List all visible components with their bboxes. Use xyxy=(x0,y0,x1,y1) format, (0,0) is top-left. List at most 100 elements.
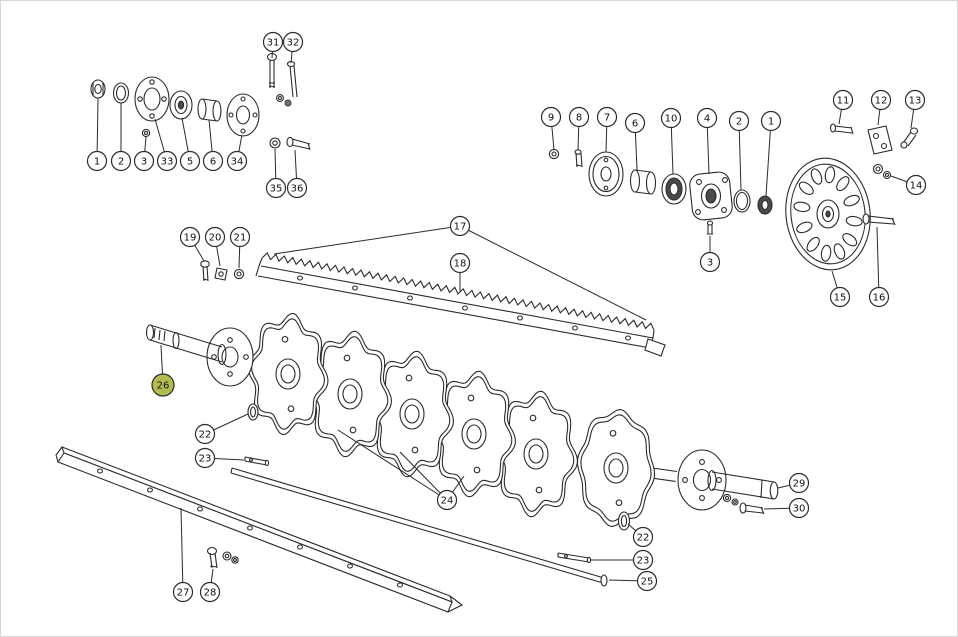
callout-label: 25 xyxy=(641,577,654,588)
callout-28-41[interactable]: 28 xyxy=(199,581,221,603)
callout-label: 20 xyxy=(209,233,222,244)
callout-label: 6 xyxy=(210,157,216,168)
clamp-ring-left xyxy=(247,403,259,421)
callout-label: 28 xyxy=(204,588,217,599)
callout-leader-27-40 xyxy=(180,507,184,593)
callout-2-17[interactable]: 2 xyxy=(728,110,750,132)
callout-label: 15 xyxy=(834,293,847,304)
callout-5-6[interactable]: 5 xyxy=(179,150,201,172)
callout-label: 35 xyxy=(270,184,283,195)
callout-label: 11 xyxy=(837,96,850,107)
callout-29-35[interactable]: 29 xyxy=(788,472,810,494)
callout-15-24[interactable]: 15 xyxy=(829,286,851,308)
callout-33-5[interactable]: 33 xyxy=(156,150,178,172)
callout-1-18[interactable]: 1 xyxy=(760,110,782,132)
callout-10-15[interactable]: 10 xyxy=(660,107,682,129)
callout-14-23[interactable]: 14 xyxy=(905,174,927,196)
callout-label: 21 xyxy=(234,233,247,244)
callout-label: 34 xyxy=(231,157,244,168)
callout-label: 1 xyxy=(768,117,774,128)
callout-label: 7 xyxy=(604,113,610,124)
callout-label: 13 xyxy=(909,96,922,107)
callout-leader-17-26 xyxy=(273,225,461,255)
cotter-pin-left xyxy=(244,456,270,467)
callout-label: 26 xyxy=(157,381,170,392)
callout-24-34[interactable]: 24 xyxy=(436,489,458,511)
callout-label: 24 xyxy=(441,496,454,507)
callout-19-28[interactable]: 19 xyxy=(179,226,201,248)
callout-1-2[interactable]: 1 xyxy=(86,150,108,172)
callout-35-9[interactable]: 35 xyxy=(265,177,287,199)
callout-leader-1-2 xyxy=(96,97,99,162)
callout-30-36[interactable]: 30 xyxy=(788,497,810,519)
callout-leader-16-25 xyxy=(876,226,880,298)
clamp-ring-right xyxy=(617,511,631,531)
right-shaft-assembly xyxy=(677,449,779,511)
callout-label: 2 xyxy=(118,157,124,168)
callout-leader-1-18 xyxy=(765,120,772,197)
callout-leader-17-26 xyxy=(459,225,647,321)
callout-18-27[interactable]: 18 xyxy=(449,252,471,274)
callout-label: 9 xyxy=(548,113,554,124)
callout-31-0[interactable]: 31 xyxy=(262,31,284,53)
rotor-disc-6 xyxy=(576,409,656,527)
callout-25-39[interactable]: 25 xyxy=(636,570,658,592)
callout-label: 3 xyxy=(141,157,147,168)
callout-label: 19 xyxy=(184,233,197,244)
callout-23-33[interactable]: 23 xyxy=(194,447,216,469)
callout-label: 4 xyxy=(704,114,710,125)
callout-20-29[interactable]: 20 xyxy=(204,226,226,248)
callout-9-11[interactable]: 9 xyxy=(540,106,562,128)
callout-12-21[interactable]: 12 xyxy=(870,89,892,111)
callout-label: 22 xyxy=(199,430,212,441)
callout-16-25[interactable]: 16 xyxy=(868,286,890,308)
disc-assembly xyxy=(239,312,779,527)
callout-label: 22 xyxy=(637,533,650,544)
callout-27-40[interactable]: 27 xyxy=(172,581,194,603)
callout-36-10[interactable]: 36 xyxy=(286,177,308,199)
callout-label: 18 xyxy=(454,259,467,270)
callout-label: 29 xyxy=(793,479,806,490)
callout-8-12[interactable]: 8 xyxy=(568,106,590,128)
callout-17-26[interactable]: 17 xyxy=(449,215,471,237)
callout-3-4[interactable]: 3 xyxy=(133,150,155,172)
callout-11-20[interactable]: 11 xyxy=(832,89,854,111)
callout-4-16[interactable]: 4 xyxy=(696,107,718,129)
callout-leader-2-17 xyxy=(738,120,742,191)
rasp-bar-fasteners xyxy=(200,260,245,282)
rotor-shaft-assembly xyxy=(145,324,254,387)
callout-label: 23 xyxy=(199,454,212,465)
callout-26-31[interactable]: 26 xyxy=(151,373,175,397)
callout-label: 1 xyxy=(94,157,100,168)
callout-22-37[interactable]: 22 xyxy=(632,526,654,548)
callout-label: 5 xyxy=(187,157,193,168)
callout-6-14[interactable]: 6 xyxy=(624,112,646,134)
callout-leader-24-34 xyxy=(337,429,448,501)
bar-bolt xyxy=(206,546,239,569)
wheel-hole-ring xyxy=(793,166,863,262)
callout-2-3[interactable]: 2 xyxy=(110,150,132,172)
callout-label: 33 xyxy=(161,157,174,168)
callout-7-13[interactable]: 7 xyxy=(596,106,618,128)
callout-label: 8 xyxy=(576,113,582,124)
callout-34-8[interactable]: 34 xyxy=(226,150,248,172)
callout-23-38[interactable]: 23 xyxy=(632,549,654,571)
callout-13-22[interactable]: 13 xyxy=(904,89,926,111)
callout-32-1[interactable]: 32 xyxy=(282,31,304,53)
shaft-bolt-right xyxy=(722,493,765,515)
drive-wheel xyxy=(785,157,871,271)
clamp-rod xyxy=(230,467,608,587)
bottom-channel-bar xyxy=(55,446,464,613)
callout-label: 32 xyxy=(287,38,300,49)
callout-6-7[interactable]: 6 xyxy=(202,150,224,172)
hub-assembly-left xyxy=(90,76,260,138)
callout-22-32[interactable]: 22 xyxy=(194,423,216,445)
callout-21-30[interactable]: 21 xyxy=(229,226,251,248)
callout-label: 3 xyxy=(707,258,713,269)
rasp-bar xyxy=(255,251,666,357)
callout-3-19[interactable]: 3 xyxy=(699,251,721,273)
callout-label: 27 xyxy=(177,588,190,599)
callout-label: 10 xyxy=(665,114,678,125)
